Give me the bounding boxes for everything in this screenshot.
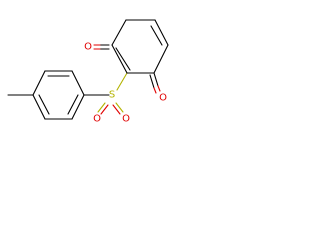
right-carbonyl-bond-d [153, 87, 157, 94]
toluene-ring [32, 70, 85, 120]
quinone-bond-4 [154, 19, 169, 46]
tol-bond-3 [71, 70, 85, 96]
quinone-oxygen-right-label: O [159, 93, 167, 104]
quinone-oxygen-top-label: O [84, 42, 92, 53]
tol-bond-4 [71, 94, 85, 120]
tol-double-bond-3 [38, 94, 50, 115]
sulfonyl-group: S O O [83, 72, 130, 125]
sulfonyl-oxygen-left-label: O [93, 114, 101, 125]
sulfonyl-oxygen-right-label: O [122, 114, 130, 125]
quinone-bond-1 [111, 44, 128, 74]
sulfur-label: S [109, 90, 115, 101]
sulfonyl-o-right-bond-a [115, 102, 124, 113]
tol-double-bond-2 [67, 94, 79, 115]
quinone-double-bond-a [115, 47, 131, 71]
right-carbonyl-bond-b [149, 74, 155, 89]
quinone-bond-2 [111, 19, 127, 46]
right-carbonyl-bond-a [153, 72, 159, 87]
quinone-bond-5 [153, 44, 169, 74]
sulfonyl-o-right-bond-b [112, 104, 121, 115]
quinone-double-bond-b [150, 25, 163, 46]
sulfur-to-quinone-bond [116, 72, 128, 91]
quinone-carbonyls: O O [84, 42, 167, 104]
tol-bond-1 [32, 70, 46, 96]
right-carbonyl-bond-c [157, 85, 161, 92]
sulfonyl-o-left-bond-a [97, 102, 106, 113]
quinone-ring [111, 19, 169, 74]
chemical-structure-diagram: S O O O O [7, 19, 169, 125]
tol-bond-6 [32, 94, 46, 120]
sulfonyl-o-left-bond-b [100, 104, 109, 115]
